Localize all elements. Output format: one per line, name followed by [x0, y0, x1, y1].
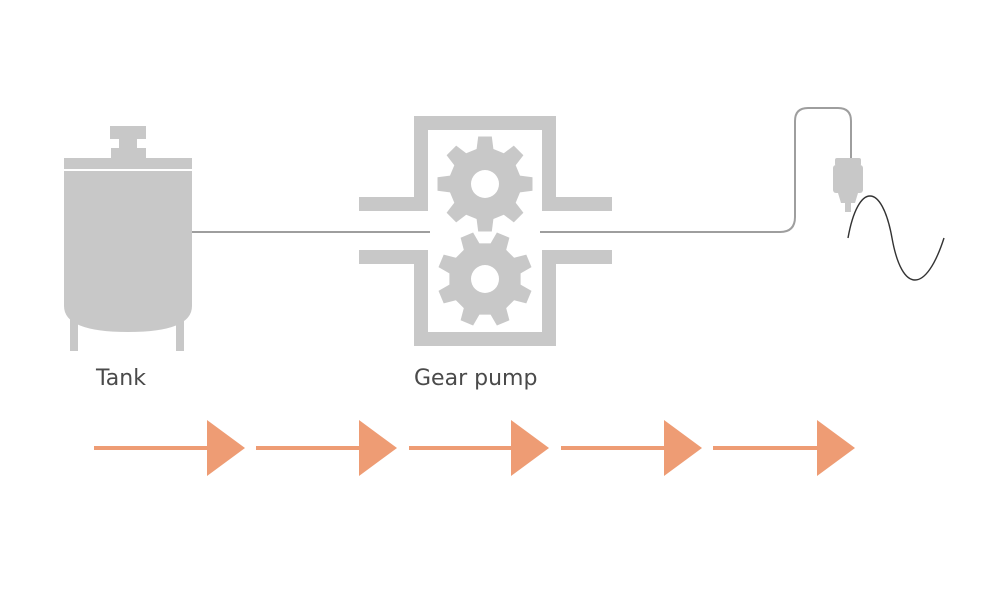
tank-body	[64, 171, 192, 332]
tank-label: Tank	[96, 366, 146, 391]
flow-arrow	[94, 420, 245, 476]
tank-neck	[119, 139, 137, 148]
flow-arrow	[561, 420, 702, 476]
tank-collar	[111, 148, 146, 158]
gear-shape	[438, 232, 532, 326]
tank-handle	[110, 126, 146, 139]
tank-lid	[64, 158, 192, 169]
tank	[64, 126, 192, 351]
flow-arrows	[94, 420, 855, 476]
tank-leg-right	[176, 318, 184, 351]
gear-pump-label: Gear pump	[414, 366, 538, 391]
outlet-pipe	[540, 107, 852, 233]
gear-pump-housing	[359, 116, 612, 346]
flow-arrow	[256, 420, 397, 476]
dispense-nozzle	[833, 158, 863, 212]
tank-leg-left	[70, 318, 78, 351]
dispense-bead-wave	[847, 195, 945, 281]
flow-arrow	[409, 420, 549, 476]
flow-arrow	[713, 420, 855, 476]
gear-shape	[437, 136, 533, 232]
lower-gear	[438, 232, 532, 326]
upper-gear	[437, 136, 533, 232]
